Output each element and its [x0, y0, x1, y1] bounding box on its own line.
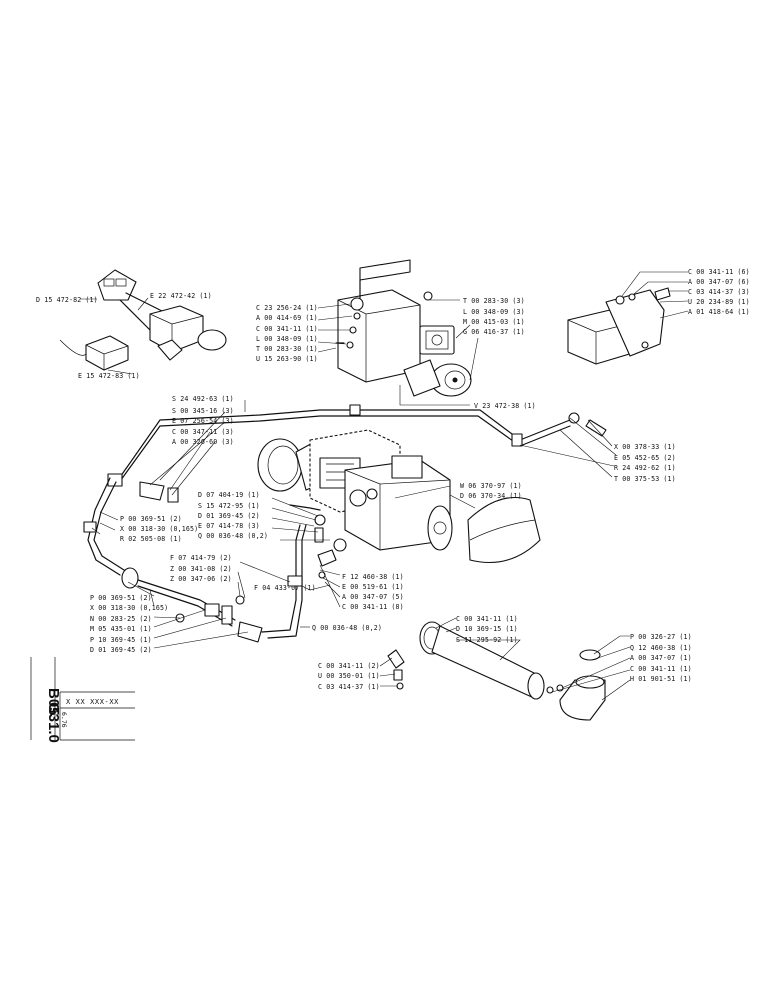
label-a00347-07-6: A 00 347-07 (6) [688, 278, 750, 286]
label-e22472-42: E 22 472-42 (1) [150, 292, 212, 300]
label-s24492-63: S 24 492-63 (1) [172, 395, 234, 403]
label-d07404-19: D 07 404-19 (1) [198, 491, 260, 499]
sheet-ref-left: B05 [45, 688, 62, 716]
label-z00341-08: Z 00 341-08 (2) [170, 565, 232, 573]
label-f07414-79: F 07 414-79 (2) [170, 554, 232, 562]
label-x00318-30-a: X 00 318-30 (0,165) [120, 525, 198, 533]
hose-assembly-group [83, 477, 310, 649]
label-a00347-07-5: A 00 347-07 (5) [342, 593, 404, 601]
label-m00415-03: M 00 415-03 (1) [463, 318, 525, 326]
label-h01901-51: H 01 901-51 (1) [630, 675, 692, 683]
label-d10369-15: D 10 369-15 (1) [456, 625, 518, 633]
label-n00283-25: N 00 283-25 (2) [90, 615, 152, 623]
label-u15263-90: U 15 263-90 (1) [256, 355, 318, 363]
label-v23472-38: V 23 472-38 (1) [474, 402, 536, 410]
heater-bracket-group [317, 259, 479, 406]
label-e00519-61: E 00 519-61 (1) [342, 583, 404, 591]
label-w06370-97: W 06 370-97 (1) [460, 482, 522, 490]
label-c23256-24: C 23 256-24 (1) [256, 304, 318, 312]
label-f04433-07: F 04 433-07 (1) [254, 584, 316, 592]
label-r24492-62: R 24 492-62 (1) [614, 464, 676, 472]
label-e07414-78: E 07 414-78 (3) [198, 522, 260, 530]
label-c00341-11-8: C 00 341-11 (8) [342, 603, 404, 611]
label-a00326-60: A 00 326-60 (3) [172, 438, 234, 446]
label-a01418-64: A 01 418-64 (1) [688, 308, 750, 316]
label-c00341-11-c: C 00 341-11 (1) [456, 615, 518, 623]
sheet-reference-block [30, 657, 135, 741]
label-s11295-92: S 11 295-92 (1) [456, 636, 518, 644]
burner-fittings-group [271, 497, 347, 608]
label-a00414-69: A 00 414-69 (1) [256, 314, 318, 322]
label-q12460-38: Q 12 460-38 (1) [630, 644, 692, 652]
label-c03414-37-3: C 03 414-37 (3) [688, 288, 750, 296]
label-d15472-82: D 15 472-82 (1) [36, 296, 98, 304]
label-q00036-48-a: Q 00 036-48 (0,2) [198, 532, 268, 540]
label-p10369-45: P 10 369-45 (1) [90, 636, 152, 644]
heater-unit-group [257, 429, 541, 564]
label-c00341-11-6: C 00 341-11 (6) [688, 268, 750, 276]
label-d06370-34: D 06 370-34 (1) [460, 492, 522, 500]
part-number-stamp: X XX XXX-XX [66, 698, 119, 706]
control-unit-group [59, 269, 227, 375]
label-l00348-09-b: L 00 348-09 (3) [463, 308, 525, 316]
label-p00369-51-a: P 00 369-51 (2) [120, 515, 182, 523]
label-s00345-16: S 00 345-16 (3) [172, 407, 234, 415]
label-q00036-48-b: Q 00 036-48 (0,2) [312, 624, 382, 632]
label-x00318-30-b: X 00 318-30 (0,165) [90, 604, 168, 612]
sheet-ref-right: G31.0 [45, 702, 62, 743]
label-u00350-01: U 00 350-01 (1) [318, 672, 380, 680]
label-c00341-11-2: C 00 341-11 (2) [318, 662, 380, 670]
label-r02505-08: R 02 505-08 (1) [120, 535, 182, 543]
label-x00378-33: X 00 378-33 (1) [614, 443, 676, 451]
exhaust-pipe-group [379, 617, 631, 721]
label-c00347-11-3: C 00 347-11 (3) [172, 428, 234, 436]
label-p00369-51-b: P 00 369-51 (2) [90, 594, 152, 602]
label-p00326-27: P 00 326-27 (1) [630, 633, 692, 641]
label-e15472-83: E 15 472-83 (1) [78, 372, 140, 380]
page-code: 6.76 [60, 712, 68, 728]
label-t00283-30-b: T 00 283-30 (3) [463, 297, 525, 305]
label-u20234-89: U 20 234-89 (1) [688, 298, 750, 306]
label-a00347-07-1: A 00 347-07 (1) [630, 654, 692, 662]
lamp-housing-group [567, 271, 689, 365]
label-m05435-01: M 05 435-01 (1) [90, 625, 152, 633]
label-e05452-65: E 05 452-65 (2) [614, 454, 676, 462]
label-d01369-45-b: D 01 369-45 (2) [90, 646, 152, 654]
label-c03414-37-1: C 03 414-37 (1) [318, 683, 380, 691]
label-d01369-45-a: D 01 369-45 (2) [198, 512, 260, 520]
label-f12460-38: F 12 460-38 (1) [342, 573, 404, 581]
label-c00341-11-a: C 00 341-11 (1) [256, 325, 318, 333]
label-t00283-30-a: T 00 283-30 (1) [256, 345, 318, 353]
label-t00375-53: T 00 375-53 (1) [614, 475, 676, 483]
label-g06416-37: G 06 416-37 (1) [463, 328, 525, 336]
fuel-line-group [107, 400, 617, 503]
label-s15472-95: S 15 472-95 (1) [198, 502, 260, 510]
label-e07256-54: E 07 256-54 (3) [172, 417, 234, 425]
label-l00348-09-a: L 00 348-09 (1) [256, 335, 318, 343]
label-c00341-11-d: C 00 341-11 (1) [630, 665, 692, 673]
label-z00347-06: Z 00 347-06 (2) [170, 575, 232, 583]
